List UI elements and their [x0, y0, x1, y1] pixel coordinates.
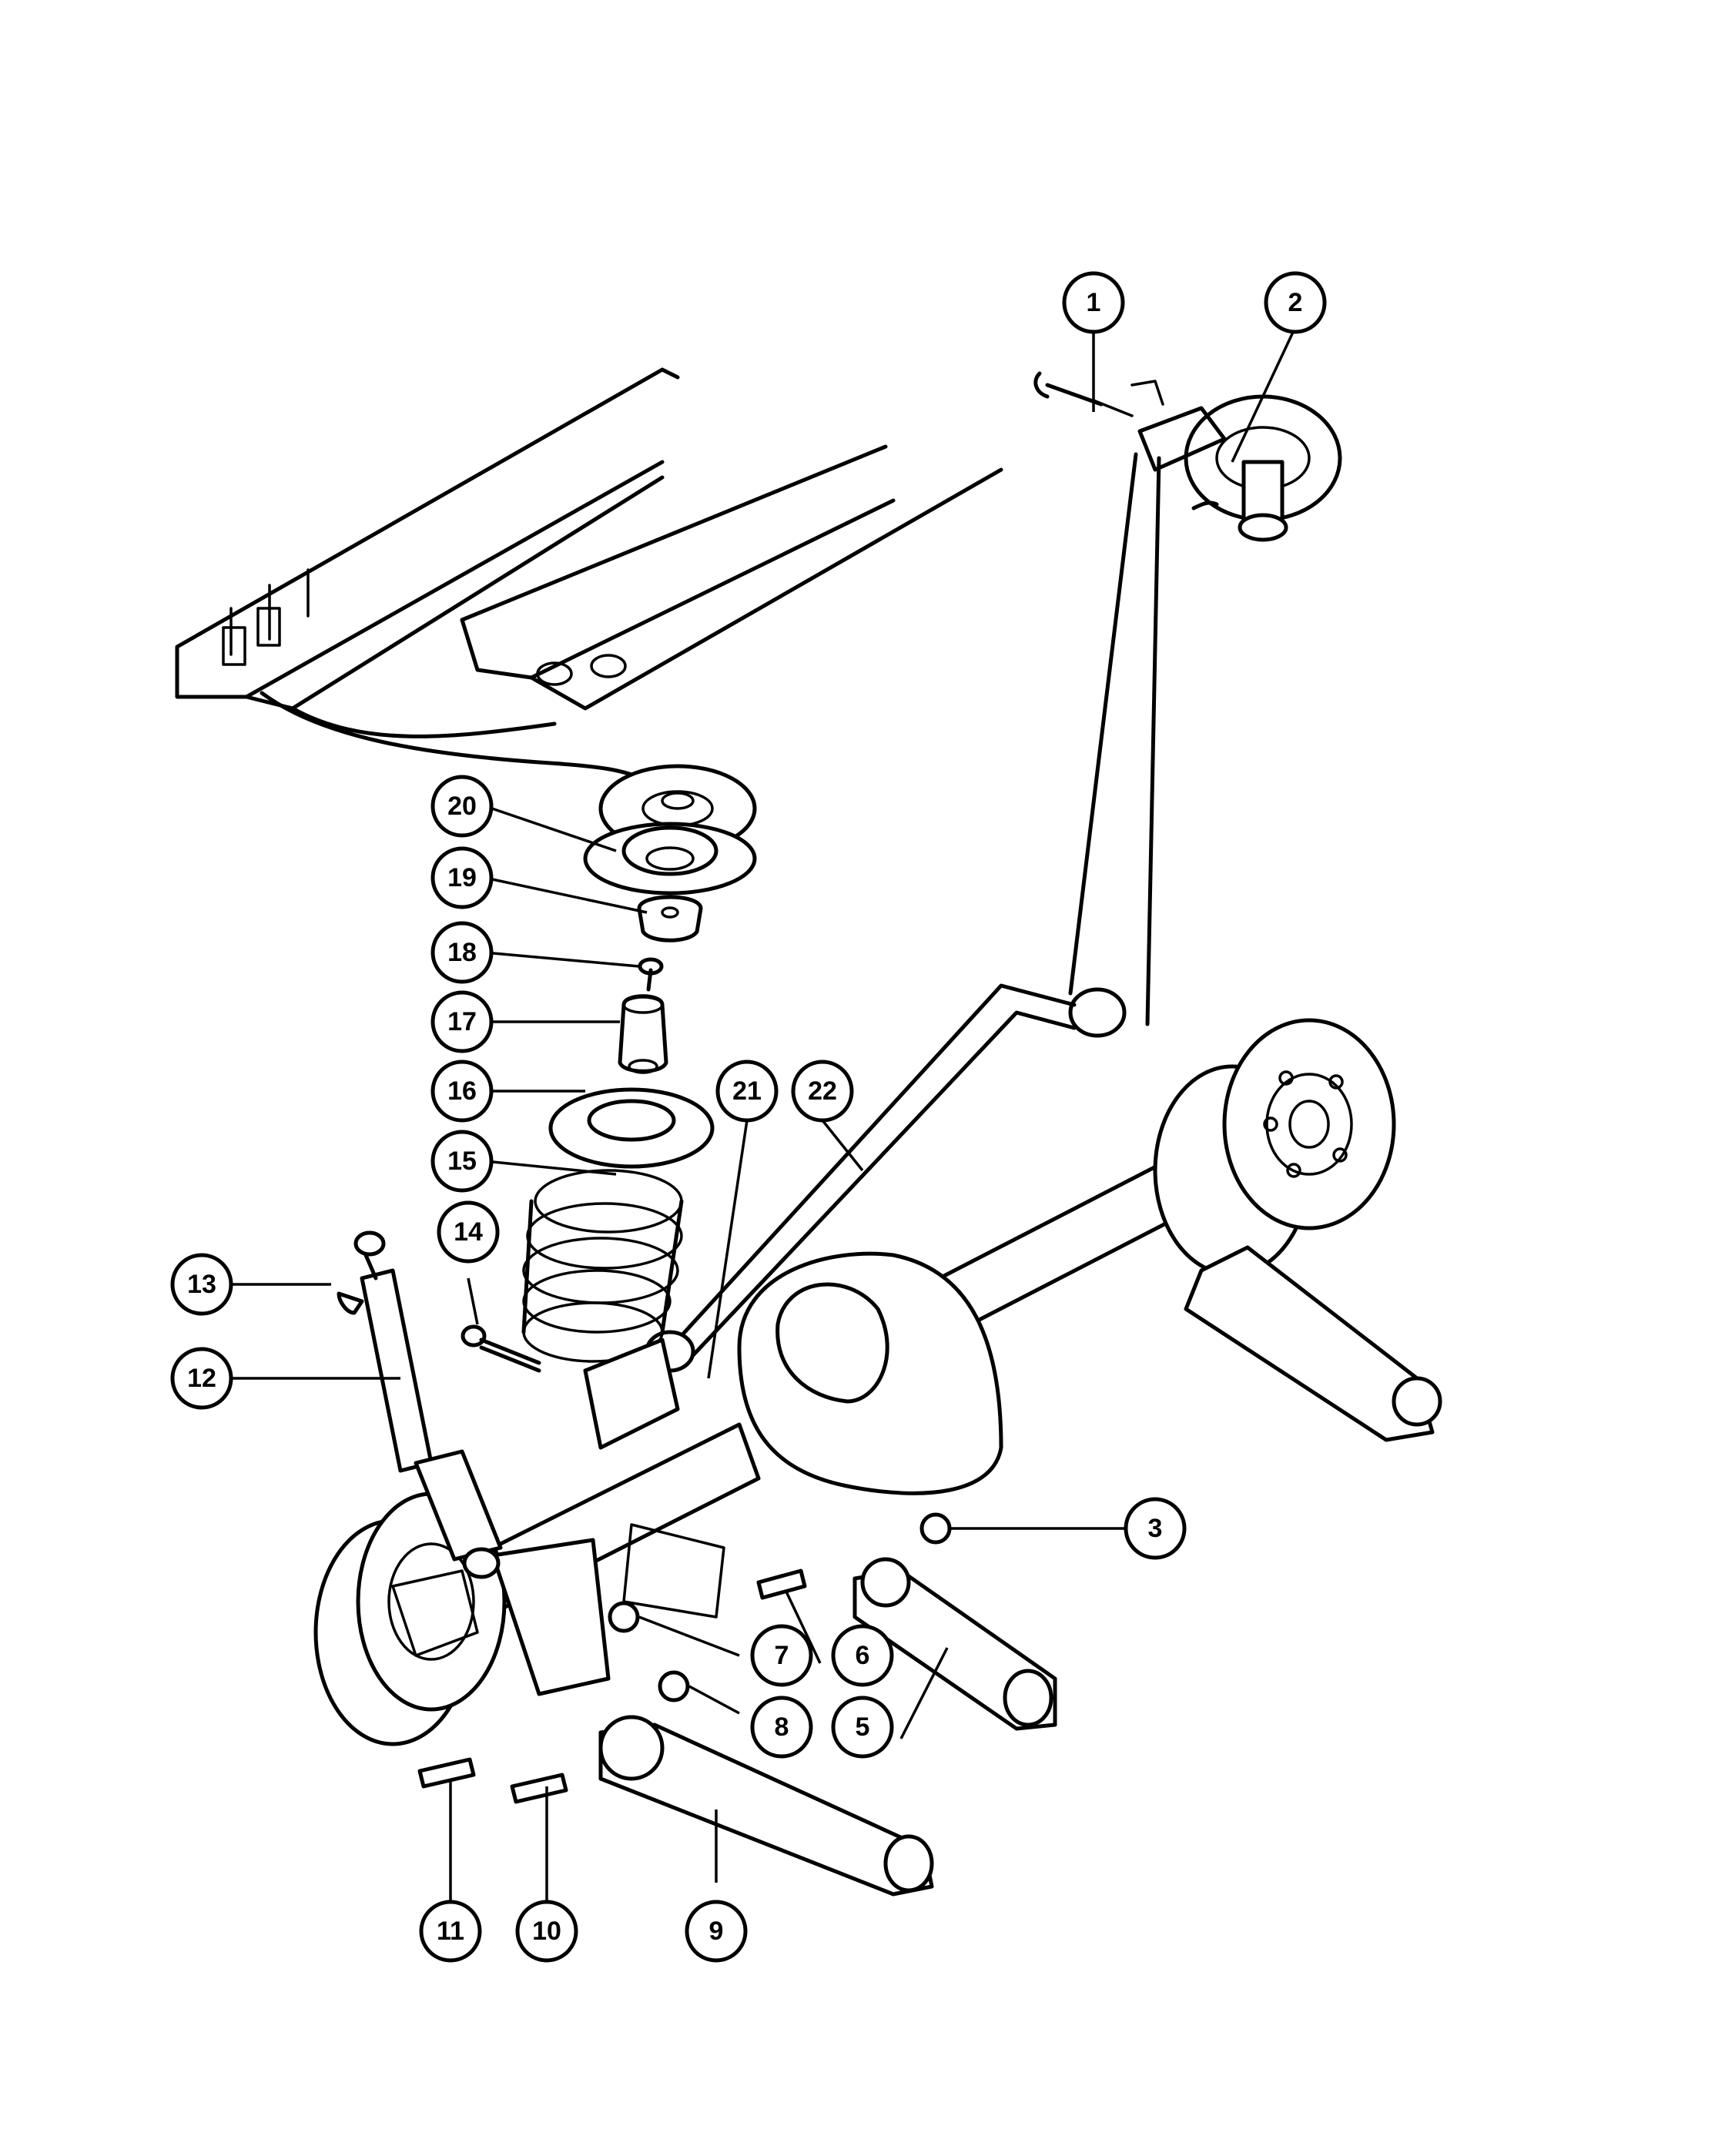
callout-label: 11 [437, 1917, 464, 1946]
callout-label: 3 [1148, 1514, 1163, 1543]
lower-control-arm [598, 1715, 934, 1897]
spring-isolator-lower [548, 1087, 715, 1169]
callout-label: 8 [775, 1712, 789, 1742]
callout-16: 16 [430, 1060, 494, 1123]
callout-14: 14 [437, 1200, 500, 1264]
callout-label: 20 [447, 792, 477, 821]
fasteners [337, 1291, 952, 1804]
callout-label: 2 [1288, 288, 1303, 317]
callout-8: 8 [750, 1696, 813, 1759]
bolt-14 [461, 1324, 541, 1373]
callout-10: 10 [515, 1900, 578, 1963]
callout-3: 3 [1124, 1497, 1187, 1560]
callout-label: 14 [454, 1217, 483, 1247]
callout-label: 13 [187, 1270, 216, 1299]
callout-label: 6 [856, 1641, 870, 1670]
callout-label: 15 [447, 1147, 477, 1176]
callout-2: 2 [1264, 271, 1327, 334]
callout-label: 22 [808, 1076, 837, 1106]
spring-isolator-upper [583, 822, 757, 896]
callout-label: 16 [447, 1076, 477, 1106]
bolt-18 [638, 957, 664, 992]
callout-label: 1 [1087, 288, 1101, 317]
callout-label: 17 [447, 1007, 477, 1036]
callout-label: 21 [732, 1076, 762, 1106]
callout-label: 7 [775, 1641, 789, 1670]
callout-5: 5 [831, 1696, 894, 1759]
callout-17: 17 [430, 990, 494, 1053]
jounce-bumper [618, 994, 668, 1074]
callout-label: 10 [532, 1917, 561, 1946]
callout-13: 13 [170, 1253, 233, 1316]
callout-6: 6 [831, 1624, 894, 1687]
callout-1: 1 [1062, 271, 1125, 334]
shock-absorber [353, 1230, 503, 1579]
callout-label: 18 [447, 938, 477, 967]
coil-spring [521, 1169, 684, 1363]
callout-11: 11 [419, 1900, 482, 1963]
callout-label: 9 [709, 1917, 724, 1946]
callout-9: 9 [685, 1900, 748, 1963]
callout-22: 22 [791, 1060, 854, 1123]
callout-label: 12 [187, 1364, 216, 1393]
callout-label: 5 [856, 1712, 870, 1742]
track-bar-upper-mount [1033, 371, 1342, 542]
callout-21: 21 [715, 1060, 779, 1123]
upper-control-arm [852, 1557, 1057, 1731]
callout-20: 20 [430, 775, 494, 838]
callout-7: 7 [750, 1624, 813, 1687]
callout-12: 12 [170, 1347, 233, 1410]
leader-lines [225, 326, 1297, 1902]
callout-18: 18 [430, 921, 494, 984]
callout-15: 15 [430, 1130, 494, 1193]
retainer-clip [637, 895, 703, 942]
callout-label: 19 [447, 863, 477, 892]
callout-19: 19 [430, 846, 494, 909]
frame-rail [175, 367, 1003, 853]
